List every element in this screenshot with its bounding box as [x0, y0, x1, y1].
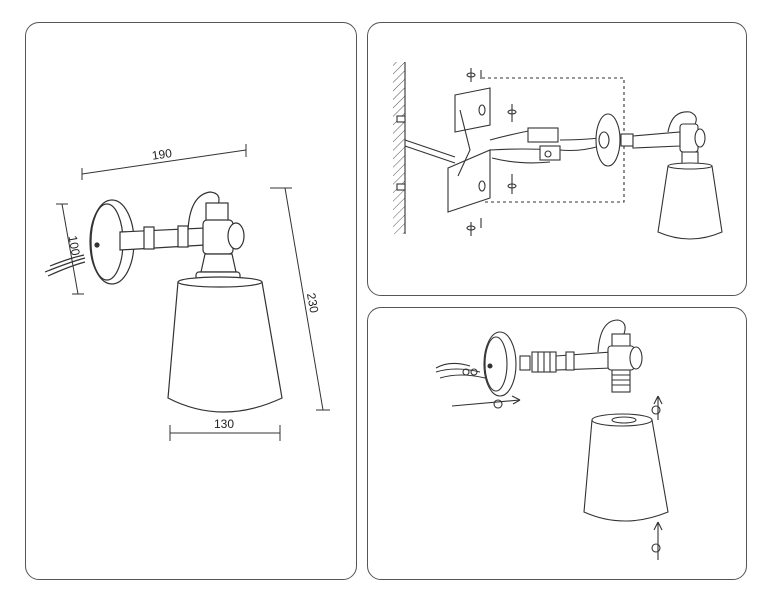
- wall-section: [393, 62, 405, 234]
- detached-shade: [583, 413, 669, 522]
- depth-dimension-label: 100: [66, 234, 83, 256]
- wall-mounting-drawing: [393, 62, 723, 240]
- canopy: [595, 113, 621, 167]
- height-dimension-label: 230: [304, 292, 321, 314]
- mounting-bracket: [447, 87, 491, 213]
- cable-loop: [187, 191, 220, 231]
- lamp-shade: [167, 276, 283, 413]
- wall-plate: [89, 199, 135, 285]
- screws: [466, 68, 517, 236]
- shade-dimension-label: 130: [214, 417, 234, 431]
- socket-holder: [195, 202, 245, 285]
- lamp-dimension-drawing: [44, 191, 283, 413]
- shade-assembly-panel: [367, 307, 747, 580]
- power-wire: [44, 254, 86, 277]
- width-dimension-label: 190: [151, 146, 173, 163]
- shade-assembly-drawing: [435, 319, 669, 560]
- dimension-lines: [56, 144, 330, 441]
- terminal-block: [489, 127, 601, 164]
